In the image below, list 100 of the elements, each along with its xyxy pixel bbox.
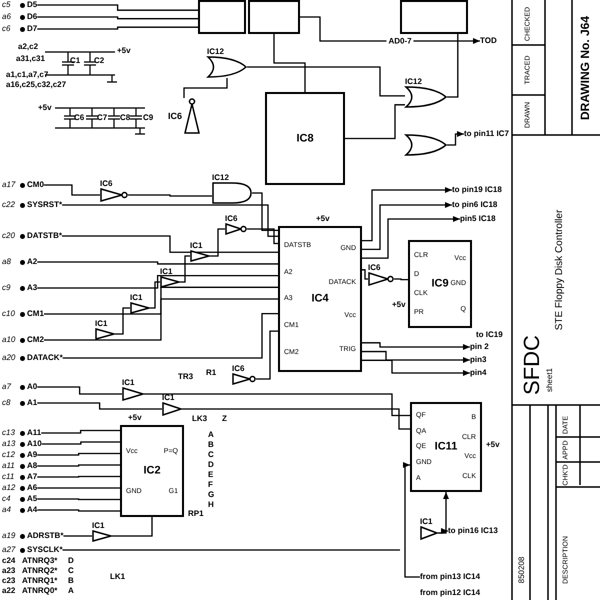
schematic-label: G [208, 490, 214, 500]
signal-name: CM0 [27, 180, 44, 190]
schematic-label: H [208, 500, 214, 510]
pin-number: a11 [2, 461, 16, 471]
wire [37, 26, 198, 30]
wire [362, 342, 470, 350]
pin-number: a20 [2, 353, 16, 363]
signal-name: to pin19 IC18 [452, 185, 502, 194]
schematic-label: Z [222, 414, 227, 424]
schematic-label: ATNRQ1* [22, 576, 58, 586]
pin-number: c5 [2, 0, 12, 10]
wire [63, 535, 92, 537]
ic-chip [265, 92, 345, 185]
schematic-label: C [68, 566, 74, 576]
wire [362, 216, 460, 259]
gate-label: IC1 [122, 378, 134, 387]
wire [210, 228, 225, 257]
signal-name: from pin13 IC14 [420, 572, 480, 581]
pin-number: c10 [2, 309, 16, 319]
pin-number: c13 [2, 428, 16, 438]
gate-label: IC6 [168, 111, 182, 121]
signal-name: A6 [27, 483, 38, 493]
schematic-label: B [208, 440, 214, 450]
signal-name: pin 2 [470, 342, 489, 351]
schematic-label: ATNRQ0* [22, 586, 58, 596]
schematic-label: D [208, 460, 214, 470]
supply-label: +5v [316, 214, 330, 224]
wire [273, 34, 306, 92]
schematic-label: A [68, 586, 74, 596]
wire [403, 462, 420, 578]
signal-name: CM1 [27, 309, 44, 319]
title-block-text: SFDC [521, 335, 543, 395]
title-block-text: DRAWING No. J64 [579, 16, 591, 120]
title-block-text: STE Floppy Disk Controller [555, 210, 565, 330]
signal-name: TOD [480, 36, 497, 45]
wire [37, 4, 198, 11]
signal-name: A7 [27, 472, 38, 482]
chip-label: IC4 [311, 294, 329, 304]
pin-number: c20 [2, 231, 16, 241]
signal-name: pin3 [470, 355, 486, 364]
gate-label: IC6 [368, 263, 380, 272]
schematic-label: D [68, 556, 74, 566]
wire [37, 509, 120, 512]
wire [37, 476, 120, 478]
pin-number: c22 [2, 200, 16, 210]
wire [394, 278, 408, 280]
schematic-label: +5v [38, 103, 52, 113]
schematic-label: a22 [2, 586, 16, 596]
wire [247, 66, 405, 96]
signal-name: A3 [27, 283, 38, 293]
wire [62, 204, 278, 237]
pin-number: a13 [2, 439, 16, 449]
wire [37, 402, 162, 410]
pin-number: a4 [2, 505, 12, 515]
wire [37, 452, 120, 456]
pin-number: a27 [2, 545, 16, 555]
schematic-label: +5v [128, 413, 142, 423]
supply-label: +5v [486, 440, 500, 450]
pin-number: a7 [2, 382, 12, 392]
pin-number: c12 [2, 450, 16, 460]
wire [62, 235, 278, 253]
wire [182, 408, 410, 430]
schematic-label: C7 [97, 113, 108, 123]
wire [44, 298, 278, 341]
wire [62, 312, 278, 359]
chip-label: IC2 [143, 466, 161, 476]
wire [345, 104, 405, 140]
wire [115, 307, 130, 335]
chip-label: IC8 [296, 133, 314, 144]
signal-name: A4 [27, 505, 38, 515]
schematic-label: ATNRQ3* [22, 556, 58, 566]
wire [150, 281, 160, 309]
signal-name: D6 [27, 12, 38, 22]
signal-name: A2 [27, 257, 38, 267]
signal-name: ADRSTB* [27, 531, 64, 541]
wire [438, 528, 448, 534]
signal-name: A9 [27, 450, 38, 460]
signal-name: A11 [27, 428, 42, 438]
gate-label: IC1 [190, 241, 202, 250]
signal-name: to pin6 IC18 [452, 200, 498, 209]
pin-number: c9 [2, 283, 12, 293]
gate-label: IC1 [160, 267, 172, 276]
wire [447, 34, 458, 98]
pin-number: c8 [2, 398, 12, 408]
wire [37, 16, 198, 20]
schematic-label: B [68, 576, 74, 586]
schematic-label: A [208, 430, 214, 440]
wire [247, 228, 278, 244]
title-block-text: 850208 [518, 556, 526, 584]
signal-name: A0 [27, 382, 38, 392]
schematic-label: a31,c31 [16, 54, 45, 64]
schematic-label: C [208, 450, 214, 460]
schematic-label: C8 [120, 113, 130, 123]
schematic-label: a1,c1,a7,c7 [6, 70, 48, 80]
wire [362, 269, 368, 280]
signal-name: A8 [27, 461, 38, 471]
signal-name: CM2 [27, 335, 44, 345]
wire [144, 393, 410, 416]
wire [44, 286, 278, 315]
wire [37, 498, 120, 500]
